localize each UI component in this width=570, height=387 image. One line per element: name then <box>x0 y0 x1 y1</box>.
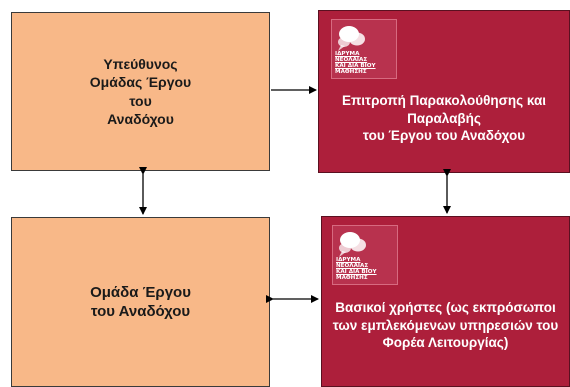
logo-text: ΙΔΡΥΜΑ ΝΕΟΛΑΙΑΣ ΚΑΙ ΔΙΑ ΒΙΟΥ ΜΑΘΗΣΗΣ <box>335 51 376 75</box>
foundation-logo-bottom: ΙΔΡΥΜΑ ΝΕΟΛΑΙΑΣ ΚΑΙ ΔΙΑ ΒΙΟΥ ΜΑΘΗΣΗΣ <box>332 225 398 285</box>
project-lead-box: Υπεύθυνος Ομάδας Έργου του Αναδόχου <box>11 12 270 171</box>
project-team-label: Ομάδα Έργου του Αναδόχου <box>90 283 191 321</box>
speech-bubbles-logo-icon <box>338 26 365 51</box>
speech-bubbles-logo-icon <box>339 232 366 257</box>
foundation-logo-top: ΙΔΡΥΜΑ ΝΕΟΛΑΙΑΣ ΚΑΙ ΔΙΑ ΒΙΟΥ ΜΑΘΗΣΗΣ <box>331 19 397 79</box>
key-users-label: Βασικοί χρήστες (ως εκπρόσωποι των εμπλε… <box>332 300 559 351</box>
logo-text: ΙΔΡΥΜΑ ΝΕΟΛΑΙΑΣ ΚΑΙ ΔΙΑ ΒΙΟΥ ΜΑΘΗΣΗΣ <box>336 257 377 281</box>
project-lead-label: Υπεύθυνος Ομάδας Έργου του Αναδόχου <box>89 55 192 127</box>
project-team-box: Ομάδα Έργου του Αναδόχου <box>11 217 270 387</box>
monitoring-committee-label: Επιτροπή Παρακολούθησης και Παραλαβής το… <box>341 93 547 144</box>
